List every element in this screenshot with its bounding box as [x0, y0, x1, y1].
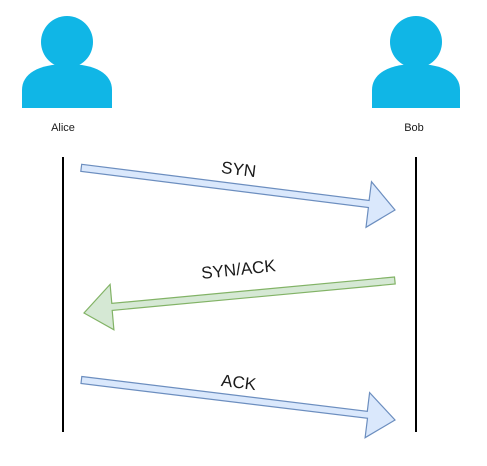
actor-label-bob: Bob [404, 122, 424, 134]
message-synack: SYN/ACK [83, 256, 396, 331]
actor-bob: Bob [372, 16, 460, 134]
arrow-right-syn [80, 163, 396, 229]
message-ack: ACK [80, 371, 396, 439]
arrow-right-ack [80, 375, 396, 439]
message-label-ack: ACK [220, 371, 258, 394]
message-label-syn: SYN [220, 158, 257, 181]
user-icon [372, 16, 460, 108]
user-icon [22, 16, 112, 108]
actor-label-alice: Alice [51, 122, 75, 134]
message-label-synack: SYN/ACK [200, 256, 277, 283]
actor-alice: Alice [22, 16, 112, 134]
message-syn: SYN [80, 158, 396, 229]
arrow-left-synack [83, 276, 396, 331]
